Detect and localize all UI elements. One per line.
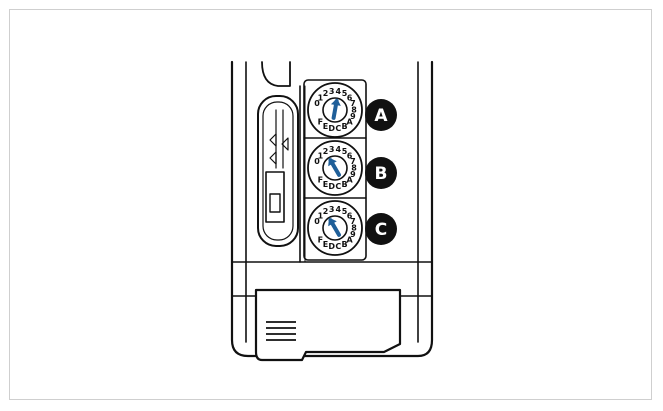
dial-digit: 4 (336, 87, 342, 96)
dial-digit: 6 (347, 93, 353, 102)
dial-digit: A (346, 236, 353, 245)
dial-digit: C (335, 124, 341, 133)
dial-digit: 9 (350, 170, 356, 179)
callout-label: C (375, 220, 387, 240)
dial-digit: E (323, 240, 328, 249)
dial-digit: F (318, 236, 323, 245)
dial-digit: 4 (336, 145, 342, 154)
dial-digit: 1 (318, 93, 324, 102)
dial-digit: B (341, 180, 347, 189)
dial-digit: 1 (318, 211, 324, 220)
dial-digit: 5 (342, 147, 348, 156)
dial-digit: A (346, 176, 353, 185)
dial-digit: 7 (350, 99, 356, 108)
dial-digit: 8 (351, 164, 357, 173)
dial-digit: 7 (350, 217, 356, 226)
dial-digit: 0 (314, 99, 320, 108)
dial-digit: E (323, 180, 328, 189)
dial-digit: 8 (351, 224, 357, 233)
dial-digit: 2 (323, 147, 329, 156)
dial-digit: 2 (323, 89, 329, 98)
dial-digit: 9 (350, 112, 356, 121)
callout-badges: A B C (365, 99, 397, 245)
dial-digit: D (328, 124, 335, 133)
dial-digit: 1 (318, 151, 324, 160)
dial-digit: 2 (323, 207, 329, 216)
dial-digit: 5 (342, 207, 348, 216)
dial-digit: 3 (329, 205, 335, 214)
callout-badge-icon (365, 99, 397, 131)
dial-digit: C (335, 182, 341, 191)
device-housing (230, 60, 434, 358)
callout-badge-icon (365, 157, 397, 189)
dial-digit: 3 (329, 87, 335, 96)
bottom-cover (232, 288, 432, 362)
callout-c: C (365, 213, 397, 245)
dial-digit: 3 (329, 145, 335, 154)
dial-digit: 8 (351, 106, 357, 115)
dial-digit: 0 (314, 157, 320, 166)
dial-digit: 6 (347, 211, 353, 220)
dial-digit: F (318, 118, 323, 127)
dial-digit: F (318, 176, 323, 185)
dial-digit: A (346, 118, 353, 127)
dial-digit: C (335, 242, 341, 251)
pointer-arrowhead (328, 157, 337, 167)
pointer-arrowhead (330, 98, 341, 106)
dial-digit: 5 (342, 89, 348, 98)
callout-badge-icon (365, 213, 397, 245)
dial-digit: 4 (336, 205, 342, 214)
callout-a: A (365, 99, 397, 131)
dial-digit: 0 (314, 217, 320, 226)
pointer-arrowhead (328, 217, 337, 227)
dial-digit: B (341, 240, 347, 249)
dial-digit: B (341, 122, 347, 131)
dial-digit: 7 (350, 157, 356, 166)
dial-digit: E (323, 122, 328, 131)
callout-label: A (374, 106, 388, 126)
dial-digit: 6 (347, 151, 353, 160)
callout-label: B (375, 164, 388, 184)
callout-b: B (365, 157, 397, 189)
dial-digit: D (328, 182, 335, 191)
dial-digit: D (328, 242, 335, 251)
dial-digit: 9 (350, 230, 356, 239)
